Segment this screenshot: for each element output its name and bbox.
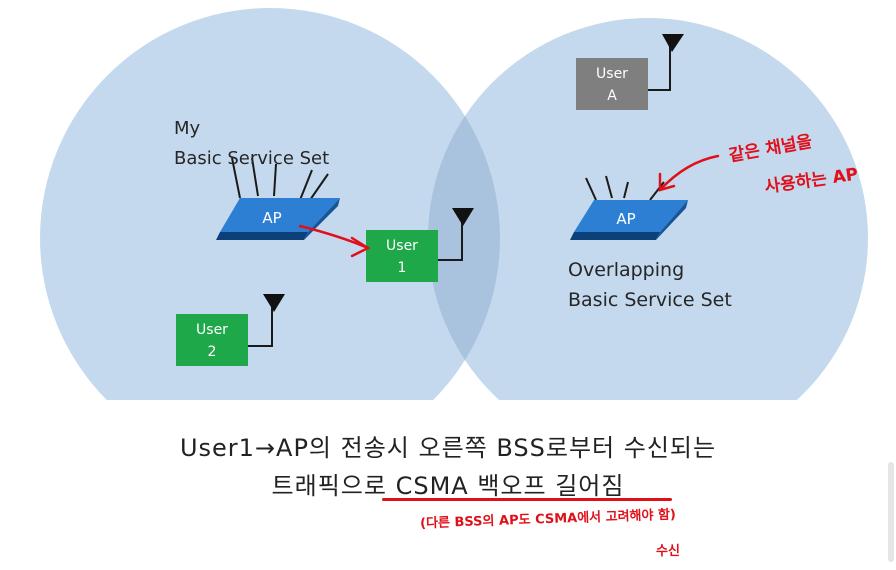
right-edge-bar [888, 462, 894, 562]
ap-right-label: AP [616, 210, 635, 228]
caption-line2-prefix: 트래픽으로 [271, 472, 396, 500]
caption-highlight: CSMA 백오프 길어짐 [395, 472, 625, 500]
obss-label-line2: Basic Service Set [568, 289, 732, 311]
user-2-label-line2: 2 [208, 344, 217, 360]
my-bss-label-line1: My [174, 118, 201, 139]
user-1-label-line2: 1 [398, 260, 407, 276]
handwritten-note-bottom-sub: 수신 [656, 544, 680, 559]
bss-diagram: AP AP User A User 1 User 2 [40, 8, 868, 400]
caption-line2: 트래픽으로 CSMA 백오프 길어짐 [0, 466, 896, 501]
ap-to-user1-arrow [298, 224, 371, 258]
note-to-ap-arrow [658, 154, 720, 192]
ap-left-label: AP [262, 209, 281, 227]
handwritten-note-bottom: (다른 BSS의 AP도 CSMA에서 고려해야 함) [419, 507, 677, 532]
user-2-label-line1: User [196, 322, 228, 338]
user-1-station: User 1 [366, 208, 474, 282]
obss-label-line1: Overlapping [568, 259, 684, 281]
caption-highlight-underline [382, 498, 672, 501]
user-a-label-line2: A [607, 88, 617, 104]
caption-line1: User1→AP의 전송시 오른쪽 BSS로부터 수신되는 [179, 434, 717, 462]
user-2-station: User 2 [176, 294, 285, 366]
user-1-label-line1: User [386, 238, 418, 254]
user-a-station: User A [576, 34, 684, 110]
ap-right: AP [570, 175, 688, 240]
user-a-label-line1: User [596, 66, 628, 82]
my-bss-label-line2: Basic Service Set [174, 148, 329, 169]
